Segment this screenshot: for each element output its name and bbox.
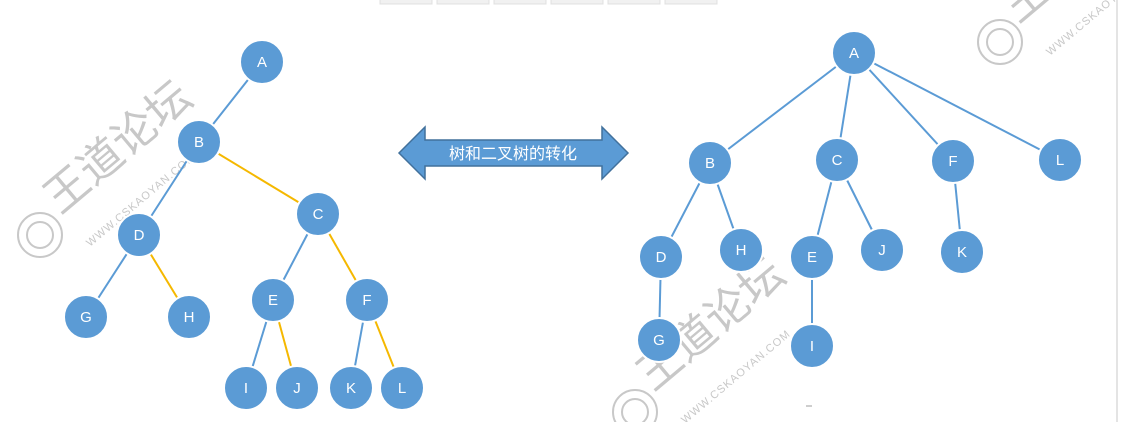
node-H: H (166, 294, 212, 340)
conversion-arrow: 树和二叉树的转化 (397, 125, 630, 181)
top-tab-strip (379, 0, 718, 5)
node-J: J (274, 365, 320, 411)
binary-tree: A B C D E F G H I J K L (63, 39, 425, 411)
node-F: F (344, 277, 390, 323)
node-J: J (859, 227, 905, 273)
node-D: D (116, 212, 162, 258)
node-label: I (244, 380, 248, 397)
node-H: H (718, 227, 764, 273)
node-label: G (653, 332, 665, 349)
node-circle (789, 234, 835, 280)
node-label: F (948, 153, 957, 170)
node-I: I (789, 323, 835, 369)
node-label: F (362, 292, 371, 309)
node-label: C (313, 206, 324, 223)
node-label: H (736, 242, 747, 259)
node-circle (274, 365, 320, 411)
node-B: B (687, 140, 733, 186)
node-G: G (63, 294, 109, 340)
node-circle (250, 277, 296, 323)
tree: A B C F L D H E J K G I (636, 30, 1083, 369)
node-label: B (705, 155, 715, 172)
node-circle (379, 365, 425, 411)
edge-A-F (853, 52, 954, 162)
node-label: E (268, 292, 278, 309)
node-circle (176, 119, 222, 165)
node-circle (295, 191, 341, 237)
node-label: D (656, 249, 667, 266)
node-label: D (134, 227, 145, 244)
node-A: A (239, 39, 285, 85)
node-B: B (176, 119, 222, 165)
sibling-edge-B-C (198, 141, 319, 215)
node-A: A (831, 30, 877, 76)
node-label: A (849, 45, 859, 62)
watermark-left: 王道论坛 WWW.CSKAOYAN.COM (17, 71, 202, 258)
node-circle (831, 30, 877, 76)
node-label: K (346, 380, 356, 397)
watermark-url: WWW.CSKAOYAN.COM (1044, 0, 1122, 58)
node-I: I (223, 365, 269, 411)
conversion-arrow-label: 树和二叉树的转化 (449, 144, 577, 163)
node-circle (638, 234, 684, 280)
node-D: D (638, 234, 684, 280)
node-E: E (250, 277, 296, 323)
node-circle (63, 294, 109, 340)
node-label: H (184, 309, 195, 326)
node-label: K (957, 244, 967, 261)
node-circle (239, 39, 285, 85)
node-circle (789, 323, 835, 369)
node-label: J (293, 380, 301, 397)
node-K: K (939, 229, 985, 275)
node-label: I (810, 338, 814, 355)
node-label: C (832, 152, 843, 169)
node-label: J (878, 242, 886, 259)
node-circle (939, 229, 985, 275)
node-L: L (379, 365, 425, 411)
node-label: A (257, 54, 267, 71)
node-circle (1037, 137, 1083, 183)
node-circle (166, 294, 212, 340)
node-G: G (636, 317, 682, 363)
watermark-right-top: 王道论坛 WWW.CSKAOYAN.COM (977, 0, 1122, 65)
node-E: E (789, 234, 835, 280)
node-label: G (80, 309, 92, 326)
node-L: L (1037, 137, 1083, 183)
node-label: B (194, 134, 204, 151)
node-K: K (328, 365, 374, 411)
node-circle (814, 137, 860, 183)
node-circle (859, 227, 905, 273)
edge-A-B (709, 52, 855, 164)
node-F: F (930, 138, 976, 184)
node-circle (116, 212, 162, 258)
node-label: L (398, 380, 406, 397)
node-C: C (295, 191, 341, 237)
node-circle (636, 317, 682, 363)
node-circle (344, 277, 390, 323)
node-label: E (807, 249, 817, 266)
node-C: C (814, 137, 860, 183)
node-circle (328, 365, 374, 411)
edge-A-L (853, 52, 1061, 161)
node-circle (930, 138, 976, 184)
node-circle (718, 227, 764, 273)
node-circle (687, 140, 733, 186)
node-label: L (1056, 152, 1064, 169)
node-circle (223, 365, 269, 411)
